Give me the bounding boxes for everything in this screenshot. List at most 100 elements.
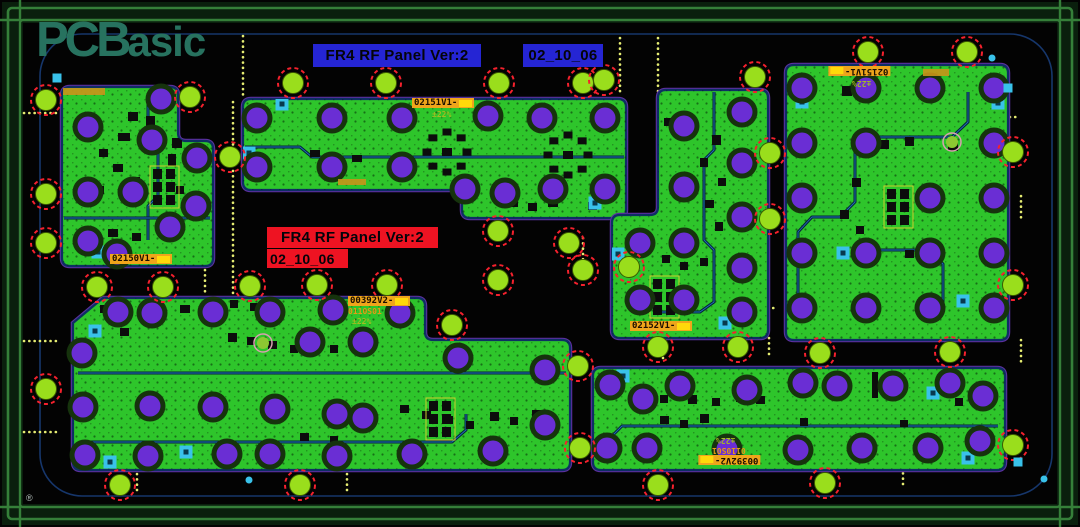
smd-component	[99, 149, 108, 157]
cyan-via-dot	[988, 54, 996, 62]
rf-component-cluster	[428, 162, 438, 170]
smd-component	[108, 229, 118, 237]
tooling-hole	[1002, 434, 1024, 456]
ic-outline	[425, 397, 456, 441]
tooling-hole	[306, 274, 328, 296]
smd-component	[700, 258, 708, 266]
cyan-marker-square	[1003, 83, 1013, 93]
smd-component	[250, 303, 258, 311]
tooling-hole-keepout-ring	[754, 203, 786, 235]
tooling-hole	[647, 474, 669, 496]
tooling-hole-keepout-ring	[997, 269, 1029, 301]
smd-component	[955, 398, 963, 406]
tooling-hole-keepout-ring	[739, 61, 771, 93]
smd-component	[113, 164, 123, 172]
smd-component	[705, 200, 714, 208]
smd-component	[688, 395, 697, 404]
tooling-hole	[282, 72, 304, 94]
smd-component	[880, 140, 889, 149]
tooling-hole-keepout-ring	[809, 467, 841, 499]
smd-component	[228, 333, 237, 342]
tooling-hole-keepout-ring	[997, 136, 1029, 168]
tooling-hole	[567, 355, 589, 377]
tooling-hole	[809, 342, 831, 364]
smd-component	[290, 345, 298, 353]
tooling-hole	[956, 41, 978, 63]
tooling-hole-keepout-ring	[642, 331, 674, 363]
smd-component	[400, 405, 409, 413]
rf-component-cluster	[549, 165, 559, 173]
panel-outline	[39, 33, 1053, 497]
tooling-hole-keepout-ring	[174, 81, 206, 113]
tooling-hole	[487, 269, 509, 291]
tooling-hole-keepout-ring	[567, 254, 599, 286]
smd-component	[128, 112, 138, 121]
tooling-hole	[35, 183, 57, 205]
tooling-hole-keepout-ring	[553, 227, 585, 259]
tooling-hole	[35, 232, 57, 254]
tooling-hole-keepout-ring	[564, 432, 596, 464]
tooling-hole	[488, 72, 510, 94]
tooling-hole	[239, 275, 261, 297]
tooling-hole-keepout-ring	[234, 270, 266, 302]
tooling-hole-keepout-ring	[483, 67, 515, 99]
tooling-hole-keepout-ring	[804, 337, 836, 369]
tooling-hole-keepout-ring	[30, 178, 62, 210]
smd-component	[310, 150, 320, 157]
tooling-hole-keepout-ring	[562, 350, 594, 382]
fiducial-ring	[942, 132, 962, 152]
tooling-hole	[1002, 141, 1024, 163]
tooling-hole-keepout-ring	[482, 215, 514, 247]
smd-component	[176, 186, 184, 194]
tooling-hole	[857, 41, 879, 63]
smd-component	[842, 86, 852, 96]
rf-component-cluster	[549, 137, 559, 145]
tooling-hole-keepout-ring	[147, 271, 179, 303]
smd-component	[660, 416, 669, 424]
smd-component	[247, 337, 255, 345]
rf-component-cluster	[563, 171, 573, 179]
tooling-hole	[759, 142, 781, 164]
tooling-hole-keepout-ring	[436, 309, 468, 341]
rf-component-cluster	[543, 151, 553, 159]
rf-component-cluster	[456, 134, 466, 142]
rf-component-cluster	[563, 131, 573, 139]
tooling-hole	[86, 276, 108, 298]
smd-component	[510, 417, 518, 425]
tooling-hole	[744, 66, 766, 88]
tooling-hole	[152, 276, 174, 298]
smd-component	[230, 300, 238, 308]
tooling-hole-keepout-ring	[104, 469, 136, 501]
cyan-marker-square	[1013, 457, 1023, 467]
smd-component	[700, 414, 709, 423]
smd-component	[132, 233, 141, 241]
tooling-hole-keepout-ring	[277, 67, 309, 99]
smd-component	[840, 210, 849, 219]
smd-component	[712, 135, 721, 145]
smd-component	[300, 433, 309, 441]
rf-component-cluster	[428, 134, 438, 142]
tooling-hole	[939, 341, 961, 363]
smd-component	[172, 138, 182, 148]
tooling-hole-keepout-ring	[934, 336, 966, 368]
tooling-hole-keepout-ring	[30, 84, 62, 116]
tooling-hole-keepout-ring	[214, 141, 246, 173]
smd-component	[856, 226, 864, 234]
tooling-hole-keepout-ring	[754, 137, 786, 169]
tooling-hole	[593, 69, 615, 91]
pcb-board-E	[66, 294, 573, 473]
smd-component	[756, 396, 765, 404]
smd-component	[852, 178, 861, 187]
tooling-hole	[814, 472, 836, 494]
rf-component-cluster	[442, 168, 452, 176]
tooling-hole	[569, 437, 591, 459]
tooling-hole-keepout-ring	[301, 269, 333, 301]
fiducial-ring	[253, 333, 273, 353]
rf-component-cluster	[462, 148, 472, 156]
smd-component	[330, 345, 338, 353]
tooling-hole	[219, 146, 241, 168]
cyan-via-dot	[245, 476, 253, 484]
rf-component-cluster	[577, 137, 587, 145]
smd-component	[118, 133, 130, 141]
